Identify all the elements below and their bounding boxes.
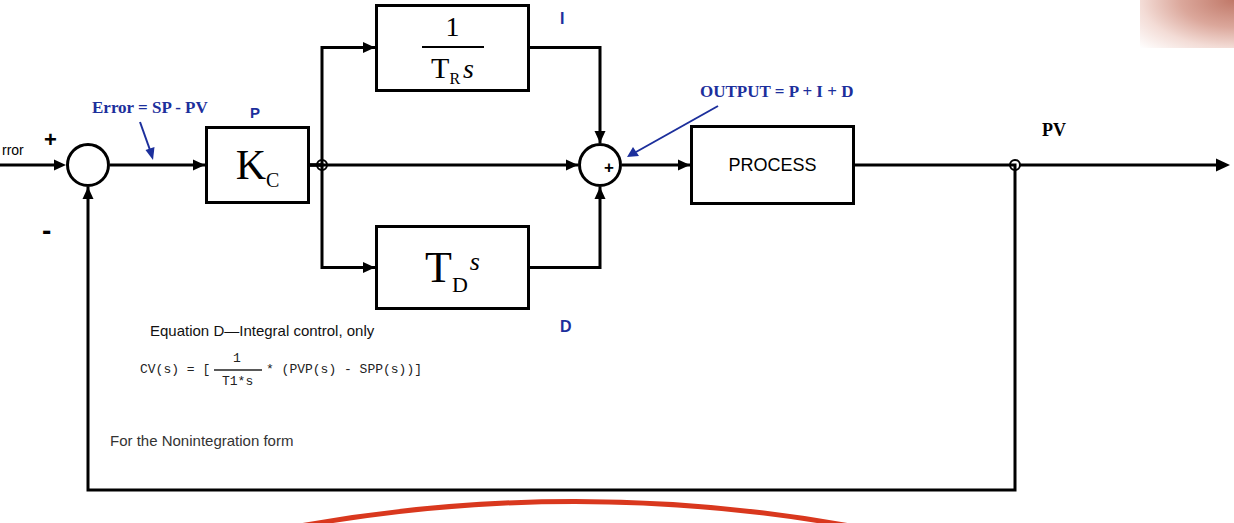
- integral-block: 1TRs: [375, 4, 530, 92]
- signal-line: [530, 48, 606, 144]
- input-arrowhead: [54, 160, 66, 171]
- callout-text: OUTPUT = P + I + D: [700, 82, 853, 102]
- block-content: PROCESS: [728, 155, 816, 176]
- summing-junction: +: [578, 143, 622, 187]
- process-name: PROCESS: [728, 155, 816, 176]
- arrowhead: [193, 160, 205, 171]
- equation-text: T1*s: [222, 374, 253, 389]
- signal-name: PV: [1042, 120, 1066, 141]
- junction-outline: [578, 143, 622, 187]
- arrowhead: [678, 160, 690, 171]
- arrowhead: [83, 187, 94, 199]
- equation-text: 1: [233, 351, 241, 366]
- note-text: For the Nonintegration form: [110, 432, 293, 449]
- signal-line: [110, 160, 205, 171]
- signal-line: [310, 160, 578, 171]
- signal-path: [310, 48, 375, 166]
- arrowhead: [363, 262, 375, 273]
- signal-line: [310, 165, 375, 273]
- arrowhead: [595, 131, 606, 143]
- callout-text: Error = SP - PV: [92, 98, 208, 118]
- junction-outline: [66, 143, 110, 187]
- block-row: 1: [446, 11, 460, 43]
- gain-subscript: C: [266, 169, 279, 192]
- laplace-variable: s: [463, 53, 474, 85]
- signal-path: [530, 48, 600, 144]
- block-content: KC: [236, 141, 280, 189]
- gain-block: KC: [205, 126, 310, 204]
- derivative-block: TDs: [375, 225, 530, 310]
- signal-line: [622, 160, 690, 171]
- laplace-variable: s: [470, 247, 480, 277]
- signal-line: [530, 187, 606, 268]
- signal-path: [310, 165, 375, 268]
- equation-heading: Equation D—Integral control, only: [150, 322, 374, 339]
- process-box: PROCESS: [690, 125, 855, 205]
- callout-arrowhead: [627, 147, 639, 157]
- arrowhead: [566, 160, 578, 171]
- signal-name: rror: [2, 142, 24, 158]
- time-subscript: R: [449, 70, 460, 88]
- term-letter: I: [560, 10, 564, 28]
- arrowhead: [363, 42, 375, 53]
- corner-decoration: [1140, 0, 1234, 48]
- red-arc: [300, 502, 850, 523]
- gain-symbol: K: [236, 141, 266, 189]
- block-row: TDs: [425, 242, 480, 293]
- equation-text: CV(s) = [: [140, 362, 210, 377]
- signal-path: [88, 165, 1015, 490]
- sign-label: +: [604, 158, 614, 178]
- block-row: PROCESS: [728, 155, 816, 176]
- time-subscript: D: [452, 272, 468, 298]
- block-content: TDs: [425, 242, 480, 293]
- block-row: TRs: [431, 51, 474, 85]
- sign-label: +: [44, 127, 57, 153]
- numerator: 1: [446, 11, 460, 43]
- junction-circle: [68, 145, 109, 186]
- junction-circle: [580, 145, 621, 186]
- signal-path: [110, 164, 205, 167]
- signal-line: [83, 165, 1016, 490]
- callout-arrow: [140, 122, 150, 150]
- signal-path: [530, 187, 600, 268]
- time-constant: T: [425, 242, 452, 293]
- term-letter: D: [560, 318, 572, 336]
- term-letter: P: [250, 104, 260, 121]
- input-line: [0, 164, 56, 167]
- signal-path: [310, 164, 578, 167]
- arrowhead: [595, 187, 606, 199]
- block-row: KC: [236, 141, 280, 189]
- block-content: 1TRs: [422, 11, 484, 85]
- callout-arrowhead: [146, 147, 155, 160]
- output-arrowhead: [1216, 159, 1230, 172]
- summing-junction: +-: [66, 143, 110, 187]
- fraction-bar: [214, 369, 262, 371]
- time-constant: T: [431, 51, 449, 85]
- output-line: [1015, 164, 1218, 167]
- signal-line: [310, 42, 375, 165]
- sign-label: -: [42, 215, 51, 247]
- fraction-bar: [422, 46, 484, 48]
- equation-text: * (PVP(s) - SPP(s))]: [266, 362, 422, 377]
